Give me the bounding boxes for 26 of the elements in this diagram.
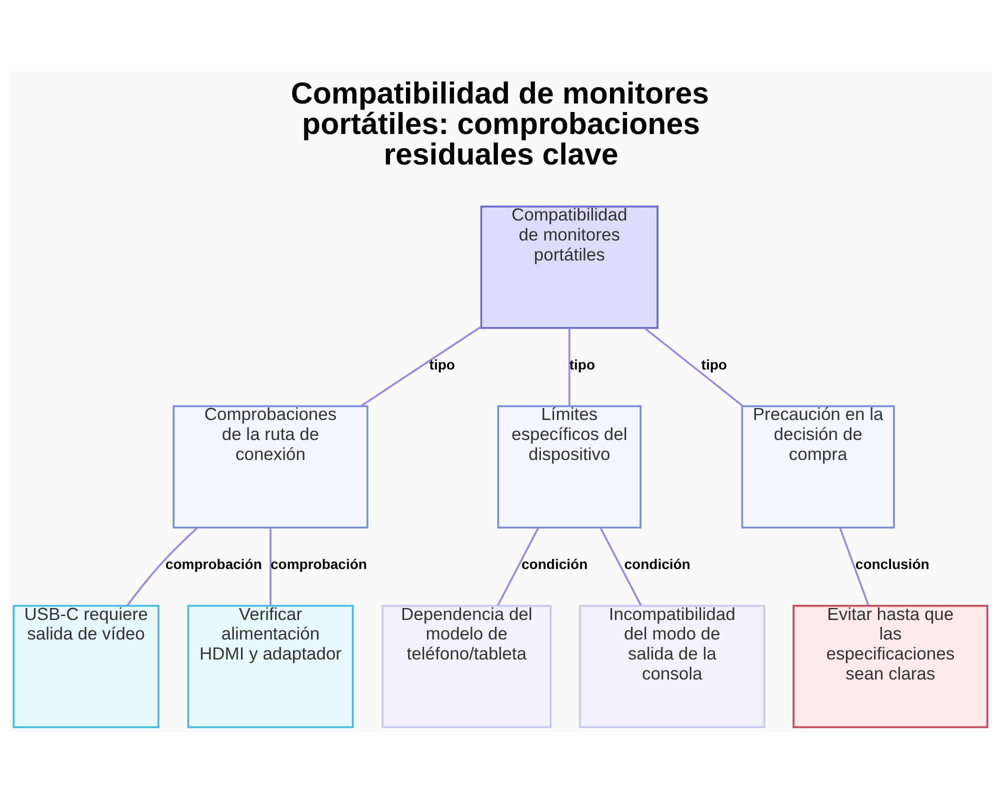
node-box: Verificar alimentación HDMI y adaptador	[186, 604, 354, 728]
connector	[496, 526, 539, 606]
connector	[838, 526, 869, 606]
node-box: Evitar hasta que las especificaciones sean claras	[792, 604, 988, 728]
edge-label: condición	[521, 556, 588, 572]
diagram-title: Compatibilidad de monitores portátiles: comprobaciones residuales clave	[290, 77, 709, 171]
connector	[126, 526, 198, 606]
node-box: Incompatibilidad del modo de salida de la consola	[578, 604, 765, 728]
connector	[568, 328, 570, 406]
node-box: Dependencia del modelo de teléfono/tableta	[381, 604, 552, 728]
edge-label: tipo	[700, 356, 726, 372]
edge-label: comprobación	[164, 556, 262, 572]
edge-label: condición	[624, 556, 690, 572]
edge-label: tipo	[428, 356, 454, 372]
node-box: Compatibilidad de monitores portátiles	[480, 205, 658, 328]
connector	[269, 527, 271, 605]
connector	[599, 526, 642, 606]
edge-label: conclusión	[854, 556, 929, 572]
edge-label: tipo	[568, 356, 595, 372]
connector	[360, 326, 481, 406]
node-box: Límites específicos del dispositivo	[496, 404, 642, 528]
connector	[644, 326, 743, 406]
node-box: USB-C requiere salida de vídeo	[12, 604, 159, 728]
node-box: Precaución en la decisión de compra	[740, 404, 894, 528]
edge-label: comprobación	[270, 556, 366, 572]
node-box: Comprobaciones de la ruta de conexión	[172, 404, 368, 528]
